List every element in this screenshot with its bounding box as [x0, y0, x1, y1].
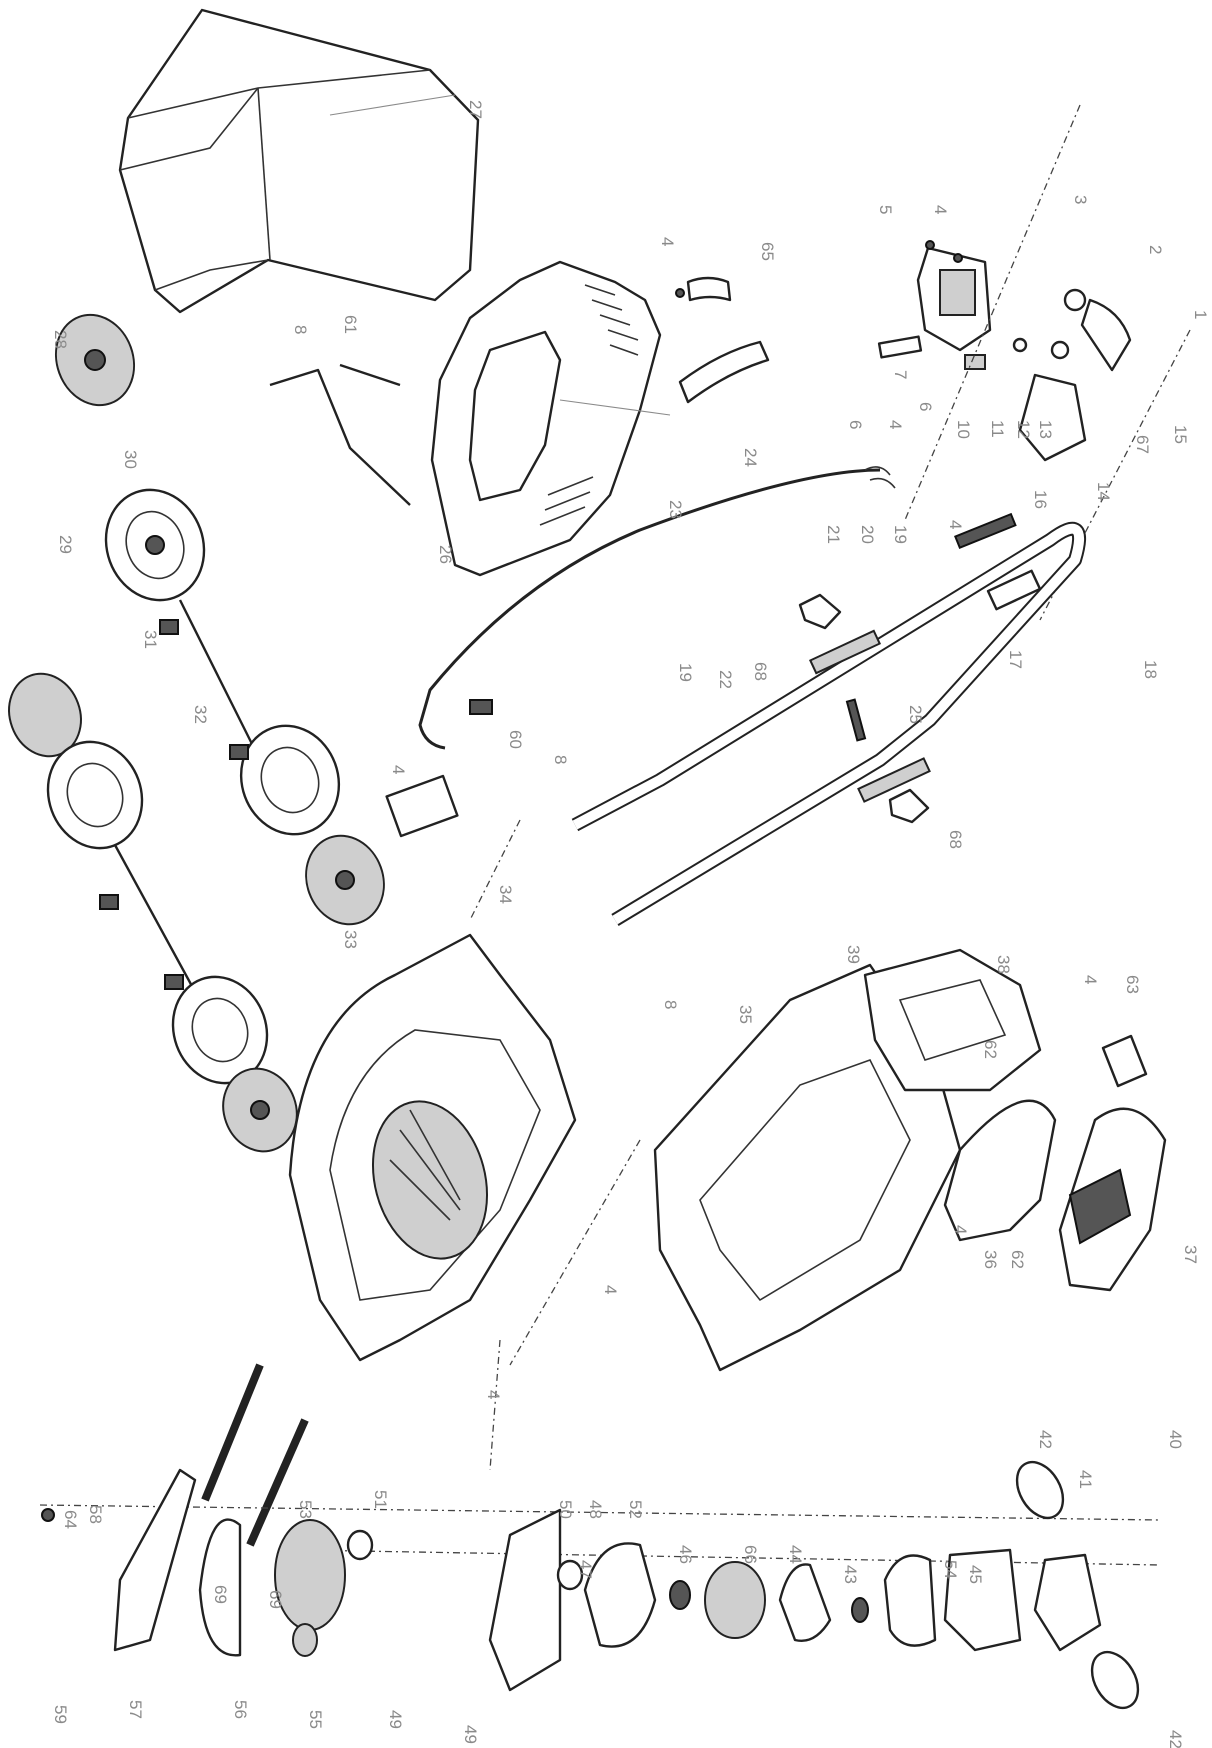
- part-callout-55: 55: [306, 1710, 325, 1729]
- part-callout-4: 4: [484, 1390, 503, 1399]
- part-callout-53: 53: [296, 1500, 315, 1519]
- part-callout-14: 14: [1094, 482, 1113, 501]
- part-callout-65: 65: [758, 242, 777, 261]
- part-callout-49: 49: [386, 1710, 405, 1729]
- part-callout-23: 23: [666, 500, 685, 519]
- part-callout-40: 40: [1166, 1430, 1185, 1449]
- part-callout-69: 69: [266, 1590, 285, 1609]
- part-callout-4: 4: [931, 205, 950, 214]
- part-callout-25: 25: [906, 705, 925, 724]
- part-callout-4: 4: [601, 1285, 620, 1294]
- part-callout-61: 61: [341, 315, 360, 334]
- clip-parts: [675, 276, 770, 404]
- part-callout-27: 27: [466, 100, 485, 119]
- part-callout-6: 6: [846, 420, 865, 429]
- part-callout-19: 19: [676, 663, 695, 682]
- part-callout-10: 10: [954, 420, 973, 439]
- part-callout-22: 22: [716, 670, 735, 689]
- part-callout-4: 4: [951, 1225, 970, 1234]
- part-callout-26: 26: [436, 545, 455, 564]
- part-callout-24: 24: [741, 448, 760, 467]
- part-callout-4: 4: [946, 520, 965, 529]
- part-callout-18: 18: [1141, 660, 1160, 679]
- part-callout-38: 38: [994, 955, 1013, 974]
- part-callout-66: 66: [741, 1545, 760, 1564]
- part-callout-32: 32: [191, 705, 210, 724]
- part-callout-8: 8: [551, 755, 570, 764]
- part-callout-20: 20: [858, 525, 877, 544]
- part-callout-4: 4: [1081, 975, 1100, 984]
- part-callout-34: 34: [496, 885, 515, 904]
- part-callout-1: 1: [1191, 310, 1210, 319]
- part-callout-13: 13: [1036, 420, 1055, 439]
- part-callout-63: 63: [1123, 975, 1142, 994]
- part-callout-51: 51: [371, 1490, 390, 1509]
- part-callout-7: 7: [891, 370, 910, 379]
- part-callout-11: 11: [988, 420, 1007, 438]
- part-callout-69: 69: [211, 1585, 230, 1604]
- part-callout-15: 15: [1171, 425, 1190, 444]
- part-callout-12: 12: [1014, 420, 1033, 439]
- part-callout-8: 8: [661, 1000, 680, 1009]
- part-callout-41: 41: [1076, 1470, 1095, 1489]
- part-callout-17: 17: [1006, 650, 1025, 669]
- part-callout-36: 36: [981, 1250, 1000, 1269]
- cable: [418, 466, 896, 750]
- part-callout-37: 37: [1181, 1245, 1200, 1264]
- part-callout-19: 19: [891, 525, 910, 544]
- part-callout-35: 35: [736, 1005, 755, 1024]
- part-callout-3: 3: [1071, 195, 1090, 204]
- grass-bag: [118, 8, 480, 314]
- part-callout-21: 21: [824, 525, 843, 544]
- part-callout-28: 28: [51, 330, 70, 349]
- part-callout-8: 8: [291, 325, 310, 334]
- part-callout-42: 42: [1166, 1730, 1185, 1748]
- handle-bar: [571, 512, 1086, 926]
- part-callout-54: 54: [941, 1560, 960, 1579]
- part-callout-64: 64: [61, 1510, 80, 1529]
- part-callout-56: 56: [231, 1700, 250, 1719]
- part-callout-6: 6: [916, 402, 935, 411]
- part-callout-49: 49: [461, 1725, 480, 1744]
- part-callout-68: 68: [946, 830, 965, 849]
- rollers: [201, 1363, 309, 1547]
- part-callout-5: 5: [876, 205, 895, 214]
- part-callout-48: 48: [586, 1500, 605, 1519]
- part-callout-4: 4: [886, 420, 905, 429]
- part-callout-58: 58: [86, 1505, 105, 1524]
- part-callout-16: 16: [1031, 490, 1050, 509]
- motor-drive-row: [39, 1460, 1161, 1710]
- part-callout-59: 59: [51, 1705, 70, 1724]
- part-callout-47: 47: [576, 1560, 595, 1579]
- part-callout-43: 43: [841, 1565, 860, 1584]
- cover-panels: [653, 948, 1167, 1372]
- part-callout-50: 50: [556, 1500, 575, 1519]
- wheels: [8, 313, 385, 1153]
- part-callout-46: 46: [676, 1545, 695, 1564]
- part-callout-60: 60: [506, 730, 525, 749]
- part-callout-67: 67: [1133, 435, 1152, 454]
- part-callout-2: 2: [1146, 245, 1165, 254]
- rear-flap: [269, 260, 671, 577]
- switch-box: [877, 104, 1191, 621]
- part-callout-31: 31: [141, 630, 160, 649]
- part-callout-45: 45: [966, 1565, 985, 1584]
- part-callout-39: 39: [844, 945, 863, 964]
- part-callout-42: 42: [1036, 1430, 1055, 1449]
- part-callout-52: 52: [626, 1500, 645, 1519]
- mower-deck: [288, 774, 577, 1362]
- part-callout-44: 44: [786, 1545, 805, 1564]
- part-callout-33: 33: [341, 930, 360, 949]
- part-callout-4: 4: [658, 237, 677, 246]
- part-callout-30: 30: [121, 450, 140, 469]
- part-callout-68: 68: [751, 662, 770, 681]
- part-callout-4: 4: [389, 765, 408, 774]
- part-callout-29: 29: [56, 535, 75, 554]
- part-callout-62: 62: [1008, 1250, 1027, 1269]
- part-callout-62: 62: [981, 1040, 1000, 1059]
- part-callout-57: 57: [126, 1700, 145, 1719]
